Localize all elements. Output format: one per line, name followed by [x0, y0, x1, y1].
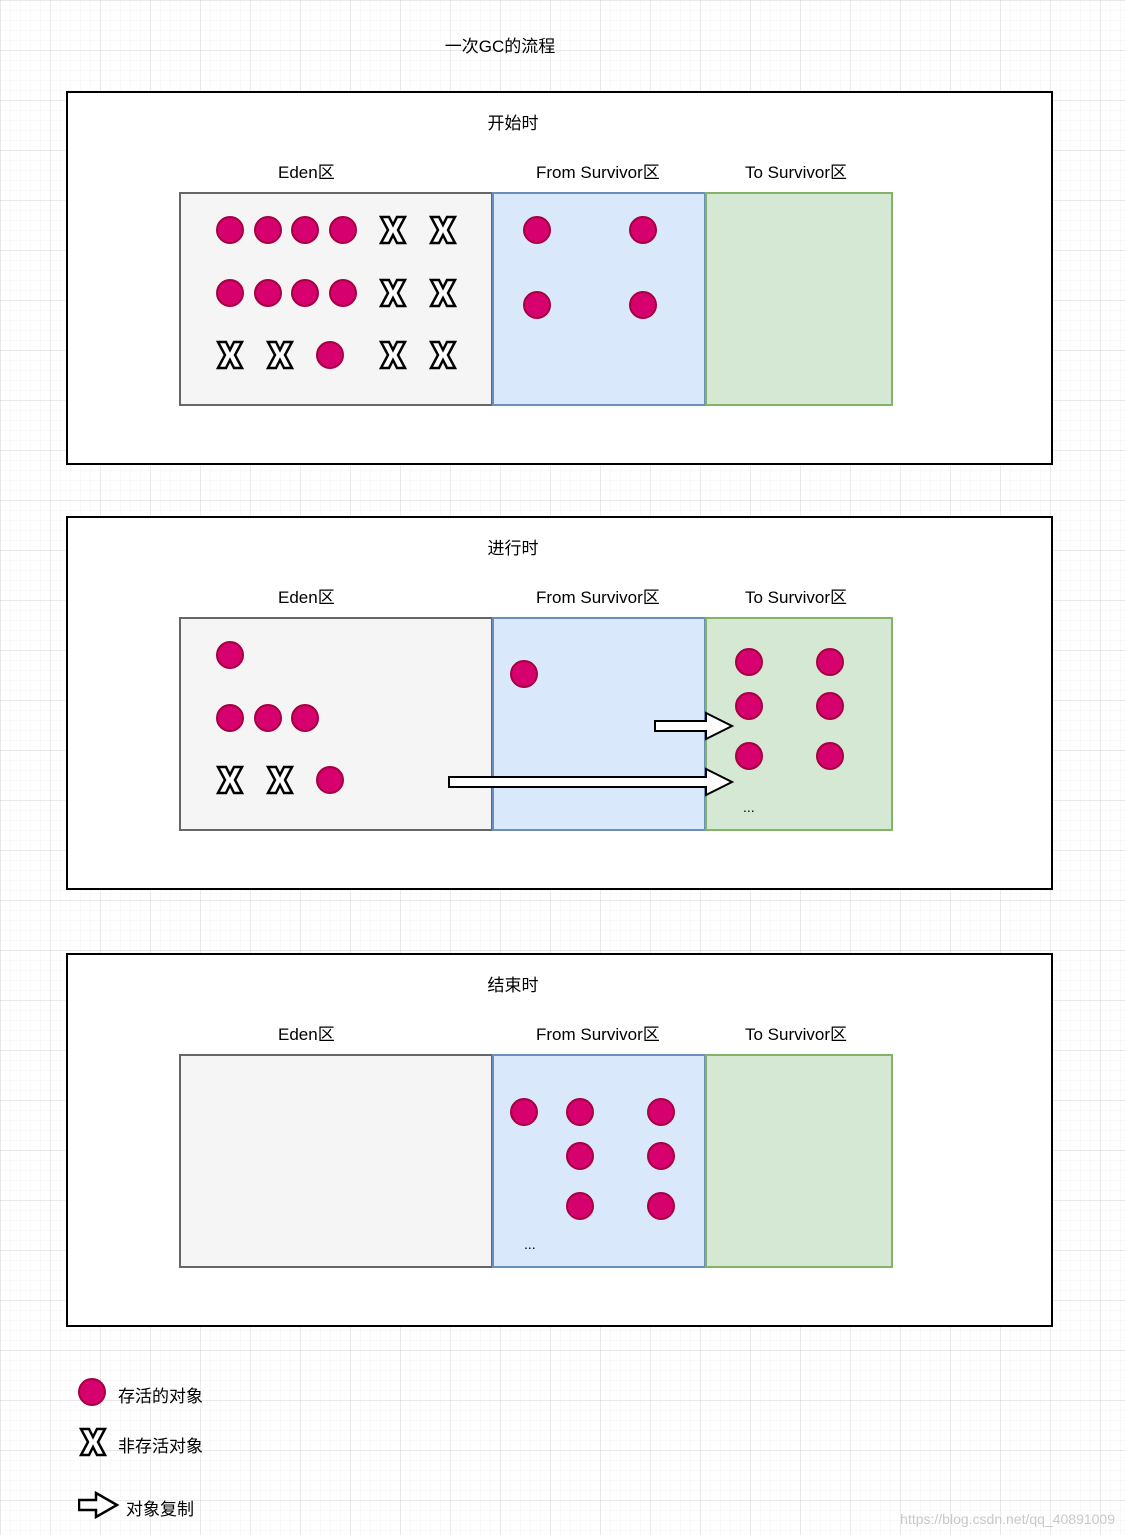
live-object: [254, 279, 282, 307]
panel-title: 开始时: [487, 114, 539, 133]
diagram-title: 一次GC的流程: [444, 37, 556, 56]
to-survivor-label: To Survivor区: [745, 588, 848, 607]
dead-object-icon: [265, 765, 295, 795]
live-object: [816, 692, 844, 720]
live-object: [291, 704, 319, 732]
live-object: [566, 1098, 594, 1126]
live-object: [216, 279, 244, 307]
to-survivor-label: To Survivor区: [745, 163, 848, 182]
live-object: [735, 742, 763, 770]
more-objects-ellipsis: ...: [524, 1236, 536, 1252]
dead-object-icon: [428, 215, 458, 245]
live-object: [566, 1192, 594, 1220]
eden-region: [179, 192, 493, 406]
live-object: [216, 641, 244, 669]
live-object: [523, 291, 551, 319]
live-object: [316, 341, 344, 369]
panel-title: 进行时: [487, 539, 539, 558]
live-object: [329, 279, 357, 307]
live-object: [523, 216, 551, 244]
watermark: https://blog.csdn.net/qq_40891009: [900, 1511, 1115, 1527]
legend-dead-label: 非存活对象: [118, 1437, 203, 1456]
live-object: [647, 1142, 675, 1170]
from-survivor-label: From Survivor区: [536, 1025, 660, 1044]
eden-label: Eden区: [278, 1025, 335, 1044]
live-object: [329, 216, 357, 244]
eden-label: Eden区: [278, 163, 335, 182]
live-object: [735, 692, 763, 720]
to-survivor-region: [705, 192, 893, 406]
live-object: [254, 704, 282, 732]
to-survivor-region: ...: [705, 617, 893, 831]
eden-region: [179, 617, 493, 831]
legend-live-label: 存活的对象: [118, 1387, 203, 1406]
more-objects-ellipsis: ...: [743, 799, 755, 815]
from-survivor-region: [492, 192, 706, 406]
live-object: [647, 1192, 675, 1220]
copy-arrow-icon: [448, 767, 735, 797]
eden-label: Eden区: [278, 588, 335, 607]
copy-arrow-icon: [654, 711, 735, 741]
live-object: [566, 1142, 594, 1170]
from-survivor-region: ...: [492, 1054, 706, 1268]
live-object: [316, 766, 344, 794]
live-object: [216, 216, 244, 244]
to-survivor-region: [705, 1054, 893, 1268]
dead-object-icon: [428, 278, 458, 308]
panel-running: 进行时 Eden区 From Survivor区 To Survivor区 ..…: [66, 516, 1053, 890]
live-object: [629, 291, 657, 319]
copy-arrow-icon: [78, 1491, 120, 1519]
live-object: [647, 1098, 675, 1126]
eden-region: [179, 1054, 493, 1268]
dead-object-icon: [215, 765, 245, 795]
live-object: [291, 279, 319, 307]
live-object: [735, 648, 763, 676]
live-object-icon: [78, 1378, 106, 1406]
from-survivor-label: From Survivor区: [536, 163, 660, 182]
dead-object-icon: [215, 340, 245, 370]
dead-object-icon: [378, 278, 408, 308]
dead-object-icon: [78, 1427, 108, 1457]
live-object: [254, 216, 282, 244]
dead-object-icon: [378, 340, 408, 370]
live-object: [816, 648, 844, 676]
live-object: [629, 216, 657, 244]
legend-copy-label: 对象复制: [126, 1500, 194, 1519]
dead-object-icon: [378, 215, 408, 245]
dead-object-icon: [428, 340, 458, 370]
panel-title: 结束时: [487, 976, 539, 995]
live-object: [816, 742, 844, 770]
live-object: [291, 216, 319, 244]
live-object: [510, 660, 538, 688]
panel-end: 结束时 Eden区 From Survivor区 To Survivor区 ..…: [66, 953, 1053, 1327]
dead-object-icon: [265, 340, 295, 370]
from-survivor-label: From Survivor区: [536, 588, 660, 607]
panel-start: 开始时 Eden区 From Survivor区 To Survivor区: [66, 91, 1053, 465]
live-object: [216, 704, 244, 732]
live-object: [510, 1098, 538, 1126]
to-survivor-label: To Survivor区: [745, 1025, 848, 1044]
